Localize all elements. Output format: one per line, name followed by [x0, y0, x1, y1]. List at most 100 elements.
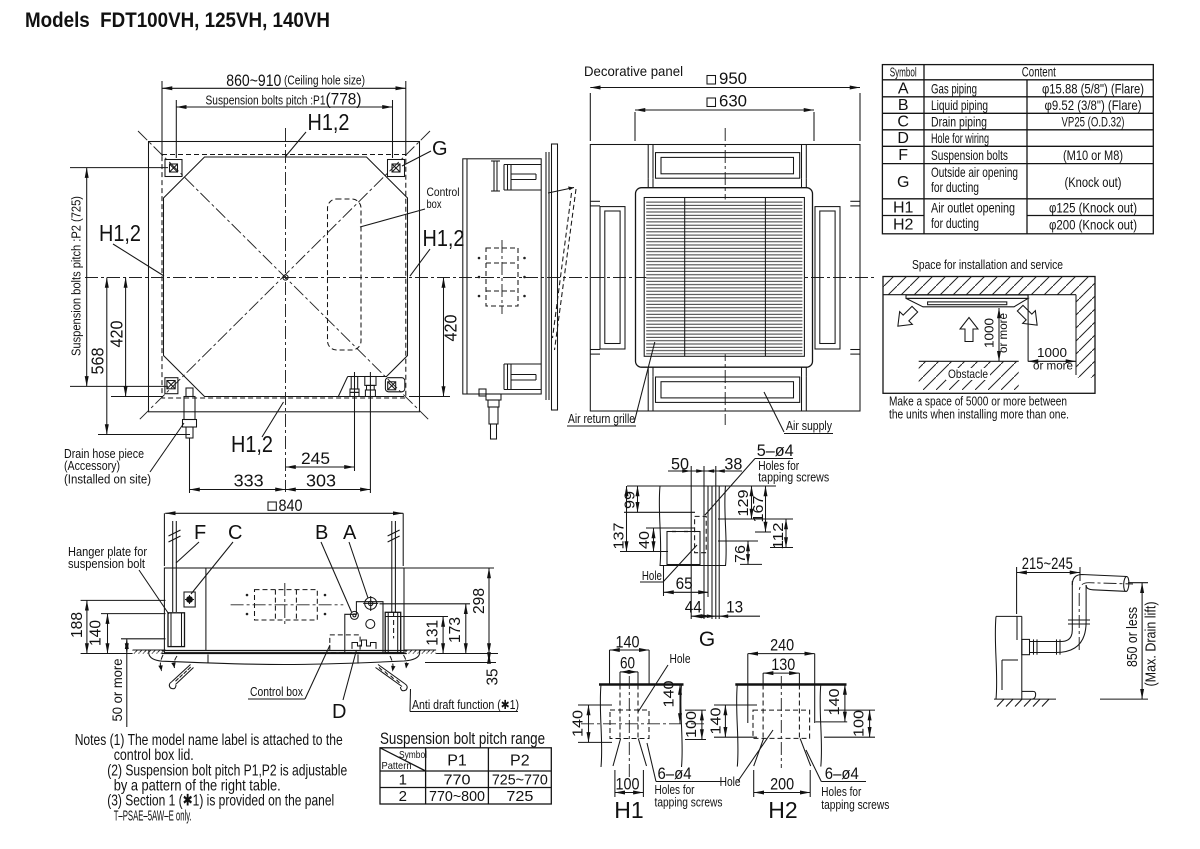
svg-text:Models FDT100VH, 125VH, 140VH: Models FDT100VH, 125VH, 140VH: [25, 9, 330, 32]
svg-text:100: 100: [683, 711, 700, 738]
svg-text:the units when installing more: the units when installing more than one.: [889, 407, 1069, 422]
svg-text:Suspension bolts pitch :P1: Suspension bolts pitch :P1: [206, 93, 326, 108]
svg-text:100: 100: [850, 710, 867, 737]
svg-text:suspension bolt: suspension bolt: [68, 557, 145, 571]
svg-text:C: C: [897, 114, 909, 131]
svg-text:770: 770: [444, 772, 471, 789]
svg-text:by a pattern of the right tabl: by a pattern of the right table.: [114, 778, 281, 795]
svg-text:or more: or more: [1033, 359, 1073, 373]
svg-text:5–ø4: 5–ø4: [757, 441, 794, 460]
svg-text:φ15.88 (5/8") (Flare): φ15.88 (5/8") (Flare): [1042, 80, 1144, 96]
svg-text:Hole for wiring: Hole for wiring: [931, 130, 989, 146]
svg-text:(3) Section 1 (✱1) is provided: (3) Section 1 (✱1) is provided on the pa…: [107, 793, 334, 810]
svg-text:F: F: [194, 522, 206, 544]
svg-text:Hanger plate for: Hanger plate for: [68, 545, 147, 559]
svg-text:50: 50: [671, 456, 689, 474]
svg-text:B: B: [315, 522, 328, 544]
svg-text:Drain piping: Drain piping: [931, 114, 987, 130]
svg-text:tapping screws: tapping screws: [655, 796, 723, 810]
svg-text:H1,2: H1,2: [423, 225, 465, 251]
svg-text:200: 200: [770, 776, 794, 794]
svg-text:D: D: [897, 130, 909, 147]
svg-text:φ200 (Knock out): φ200 (Knock out): [1049, 217, 1137, 233]
svg-text:Hole: Hole: [720, 775, 741, 789]
svg-text:H1,2: H1,2: [231, 431, 273, 457]
svg-text:840: 840: [279, 497, 303, 515]
svg-text:38: 38: [724, 456, 742, 474]
svg-text:H1,2: H1,2: [99, 220, 141, 246]
svg-text:H2: H2: [768, 797, 797, 823]
svg-text:Control: Control: [427, 185, 460, 199]
svg-text:420: 420: [107, 320, 127, 347]
svg-text:50 or more: 50 or more: [109, 658, 125, 721]
svg-text:140: 140: [569, 710, 586, 737]
svg-text:B: B: [898, 97, 909, 114]
svg-text:40: 40: [636, 531, 653, 549]
svg-text:φ9.52 (3/8") (Flare): φ9.52 (3/8") (Flare): [1045, 97, 1142, 113]
svg-text:215~245: 215~245: [1022, 554, 1073, 573]
svg-text:tapping screws: tapping screws: [758, 471, 829, 485]
svg-text:Air return grille: Air return grille: [568, 412, 635, 426]
svg-text:1: 1: [399, 772, 407, 789]
svg-text:1000: 1000: [981, 318, 996, 348]
svg-text:H2: H2: [893, 217, 914, 234]
svg-text:C: C: [228, 522, 242, 544]
svg-text:Decorative panel: Decorative panel: [584, 63, 683, 79]
svg-text:13: 13: [726, 599, 743, 617]
svg-text:99: 99: [621, 491, 638, 509]
svg-text:F: F: [898, 147, 908, 164]
svg-text:H1: H1: [614, 797, 643, 823]
svg-text:(2) Suspension bolt pitch P1,P: (2) Suspension bolt pitch P1,P2 is adjus…: [107, 763, 347, 780]
svg-text:130: 130: [771, 656, 795, 674]
svg-text:VP25 (O.D.32): VP25 (O.D.32): [1062, 114, 1125, 130]
svg-text:333: 333: [234, 471, 264, 491]
svg-text:65: 65: [676, 575, 693, 593]
svg-text:167: 167: [750, 496, 767, 523]
svg-text:245: 245: [301, 449, 330, 468]
svg-text:6–ø4: 6–ø4: [825, 764, 859, 783]
svg-text:Hole: Hole: [670, 652, 691, 666]
svg-text:Obstacle: Obstacle: [948, 367, 988, 381]
svg-text:860~910: 860~910: [226, 71, 281, 90]
svg-text:Control box: Control box: [250, 685, 304, 699]
svg-text:H1: H1: [893, 200, 914, 217]
svg-text:Suspension bolts pitch :P2 (72: Suspension bolts pitch :P2 (725): [68, 196, 83, 356]
svg-text:box: box: [427, 197, 442, 211]
svg-text:770~800: 770~800: [429, 788, 485, 805]
svg-text:950: 950: [719, 70, 747, 88]
svg-text:(Knock out): (Knock out): [1065, 174, 1122, 190]
svg-text:A: A: [898, 80, 909, 97]
svg-text:(Installed on site): (Installed on site): [64, 473, 151, 487]
svg-text:2: 2: [399, 788, 407, 805]
svg-text:for ducting: for ducting: [931, 215, 979, 231]
svg-text:173: 173: [447, 617, 464, 643]
svg-text:140: 140: [616, 634, 640, 652]
svg-text:240: 240: [770, 637, 794, 655]
svg-text:T–PSAE–5AW–E only.: T–PSAE–5AW–E only.: [114, 808, 192, 825]
svg-text:137: 137: [610, 523, 627, 550]
svg-text:140: 140: [660, 681, 677, 708]
svg-text:Suspension bolts: Suspension bolts: [931, 147, 1008, 163]
svg-text:298: 298: [471, 588, 488, 614]
svg-text:Holes for: Holes for: [821, 785, 861, 799]
svg-text:188: 188: [69, 612, 86, 638]
svg-text:G: G: [699, 628, 715, 651]
svg-text:44: 44: [685, 599, 702, 617]
svg-text:303: 303: [306, 471, 336, 491]
svg-text:Make a space of 5000 or more b: Make a space of 5000 or more between: [889, 394, 1067, 409]
svg-text:control box lid.: control box lid.: [114, 747, 194, 764]
svg-text:H1,2: H1,2: [308, 109, 350, 135]
svg-text:76: 76: [732, 545, 749, 563]
svg-text:Pattern: Pattern: [382, 760, 412, 772]
svg-text:Holes for: Holes for: [758, 459, 799, 473]
svg-text:1000: 1000: [1037, 345, 1067, 360]
svg-text:D: D: [332, 701, 346, 723]
svg-text:Anti draft function (✱1): Anti draft function (✱1): [412, 698, 519, 712]
svg-text:Gas piping: Gas piping: [931, 80, 977, 96]
svg-text:60: 60: [620, 655, 635, 673]
svg-text:tapping screws: tapping screws: [821, 798, 889, 812]
svg-text:Hole: Hole: [642, 569, 662, 583]
svg-text:P2: P2: [510, 753, 530, 770]
svg-text:Outside air opening: Outside air opening: [931, 164, 1018, 180]
svg-text:(Ceiling hole size): (Ceiling hole size): [284, 74, 365, 88]
